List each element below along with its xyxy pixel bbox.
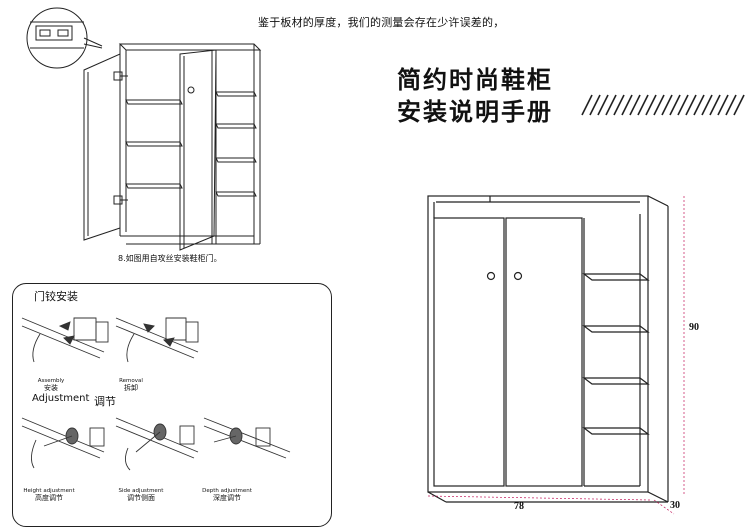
title-line-2: 安装说明手册 xyxy=(397,98,553,126)
hinge-section-title: 门铰安装 xyxy=(34,290,78,303)
assembly-en-label: Assembly xyxy=(37,378,65,384)
adjustment-title-cn: 调节 xyxy=(94,395,116,408)
title-hatch-decoration xyxy=(581,94,745,116)
depth-adjustment-en-label: Depth adjustment xyxy=(202,488,252,494)
adjustment-title-en: Adjustment xyxy=(32,393,90,404)
depth-adjustment-cn-label: 深度调节 xyxy=(213,494,241,502)
title-line-1: 简约时尚鞋柜 xyxy=(397,66,553,94)
step8-cabinet-illustration xyxy=(26,7,262,251)
dimension-width: 78 xyxy=(514,501,524,512)
removal-en-label: Removal xyxy=(119,378,143,384)
dimension-height: 90 xyxy=(689,322,699,333)
assembly-cn-label: 安装 xyxy=(44,384,58,392)
side-adjustment-cn-label: 调节侧面 xyxy=(127,494,155,502)
height-adjustment-cn-label: 高度调节 xyxy=(35,494,63,502)
step8-caption: 8.如图用自攻丝安装鞋柜门。 xyxy=(118,254,222,263)
side-adjustment-en-label: Side adjustment xyxy=(118,488,164,494)
height-adjustment-en-label: Height adjustment xyxy=(23,488,75,494)
hinge-steps-illustrations xyxy=(21,317,291,471)
dimension-depth: 30 xyxy=(670,500,680,511)
hinge-instructions-panel xyxy=(12,283,332,527)
thickness-note: 鉴于板材的厚度，我们的测量会存在少许误差的， xyxy=(258,16,505,29)
removal-cn-label: 拆卸 xyxy=(124,384,138,392)
